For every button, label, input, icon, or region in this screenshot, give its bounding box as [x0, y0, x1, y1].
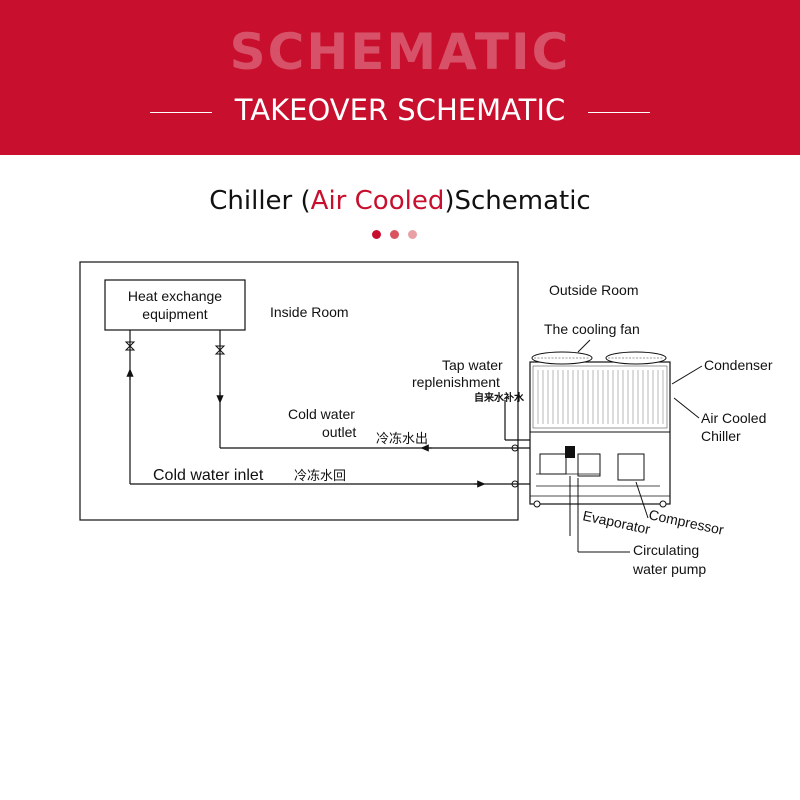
heading-open-paren: ( — [300, 186, 311, 216]
schematic-heading: Chiller (Air Cooled)Schematic — [0, 184, 800, 218]
leader-line — [671, 365, 703, 385]
valve-icon — [511, 480, 519, 488]
circulating-pump-label-2: water pump — [632, 561, 706, 577]
cooling-fan-label: The cooling fan — [544, 321, 640, 337]
banner-divider-right — [588, 112, 650, 113]
leader-line — [577, 339, 591, 353]
outside-room-label: Outside Room — [549, 282, 638, 298]
valve-icon — [511, 444, 519, 452]
tap-water-label-1: Tap water — [442, 357, 503, 373]
caster-icon — [533, 500, 541, 508]
heat-exchange-label-2: equipment — [142, 306, 207, 322]
heading-suffix: Schematic — [454, 186, 591, 216]
heading-accent: Air Cooled — [310, 186, 445, 216]
pump-motor-icon — [565, 446, 575, 458]
cold-water-inlet-cn: 冷冻水回 — [294, 468, 346, 483]
valve-icon — [124, 341, 136, 351]
air-cooled-label-2: Chiller — [701, 428, 741, 444]
air-cooled-label-1: Air Cooled — [701, 410, 766, 426]
banner-subtitle: TAKEOVER SCHEMATIC — [234, 93, 566, 127]
dot-icon — [372, 230, 381, 239]
banner-divider-left — [150, 112, 212, 113]
cold-water-outlet-label-2: outlet — [322, 424, 356, 440]
caster-icon — [659, 500, 667, 508]
valve-icon — [214, 345, 226, 355]
condenser-fins — [537, 370, 664, 424]
inside-room-boundary — [79, 261, 519, 521]
dot-icon — [390, 230, 399, 239]
pump-component — [577, 453, 601, 477]
air-cooled-chiller-unit — [529, 351, 671, 508]
heat-exchange-label-1: Heat exchange — [128, 288, 222, 304]
leader-line — [635, 481, 649, 519]
cold-water-inlet-label: Cold water inlet — [153, 467, 264, 484]
heading-prefix: Chiller — [209, 186, 293, 216]
dot-icon — [408, 230, 417, 239]
leader-line — [673, 397, 700, 419]
banner-title: SCHEMATIC — [229, 23, 571, 81]
cold-water-outlet-label-1: Cold water — [288, 406, 355, 422]
circulating-pump-label-1: Circulating — [633, 542, 699, 558]
inside-room-label: Inside Room — [270, 304, 349, 320]
heading-close-paren: ) — [444, 186, 455, 216]
tap-water-cn: 自来水补水 — [474, 391, 525, 404]
header-banner: SCHEMATIC TAKEOVER SCHEMATIC — [0, 0, 800, 155]
condenser-coil — [532, 365, 668, 429]
cold-water-outlet-cn: 冷冻水出 — [376, 431, 428, 446]
heat-exchange-box — [104, 279, 246, 331]
condenser-label: Condenser — [704, 357, 773, 373]
compressor-label: Compressor — [647, 506, 725, 538]
evaporator-label: Evaporator — [581, 507, 652, 537]
compressor-component — [617, 453, 645, 481]
tap-water-label-2: replenishment — [412, 374, 500, 390]
